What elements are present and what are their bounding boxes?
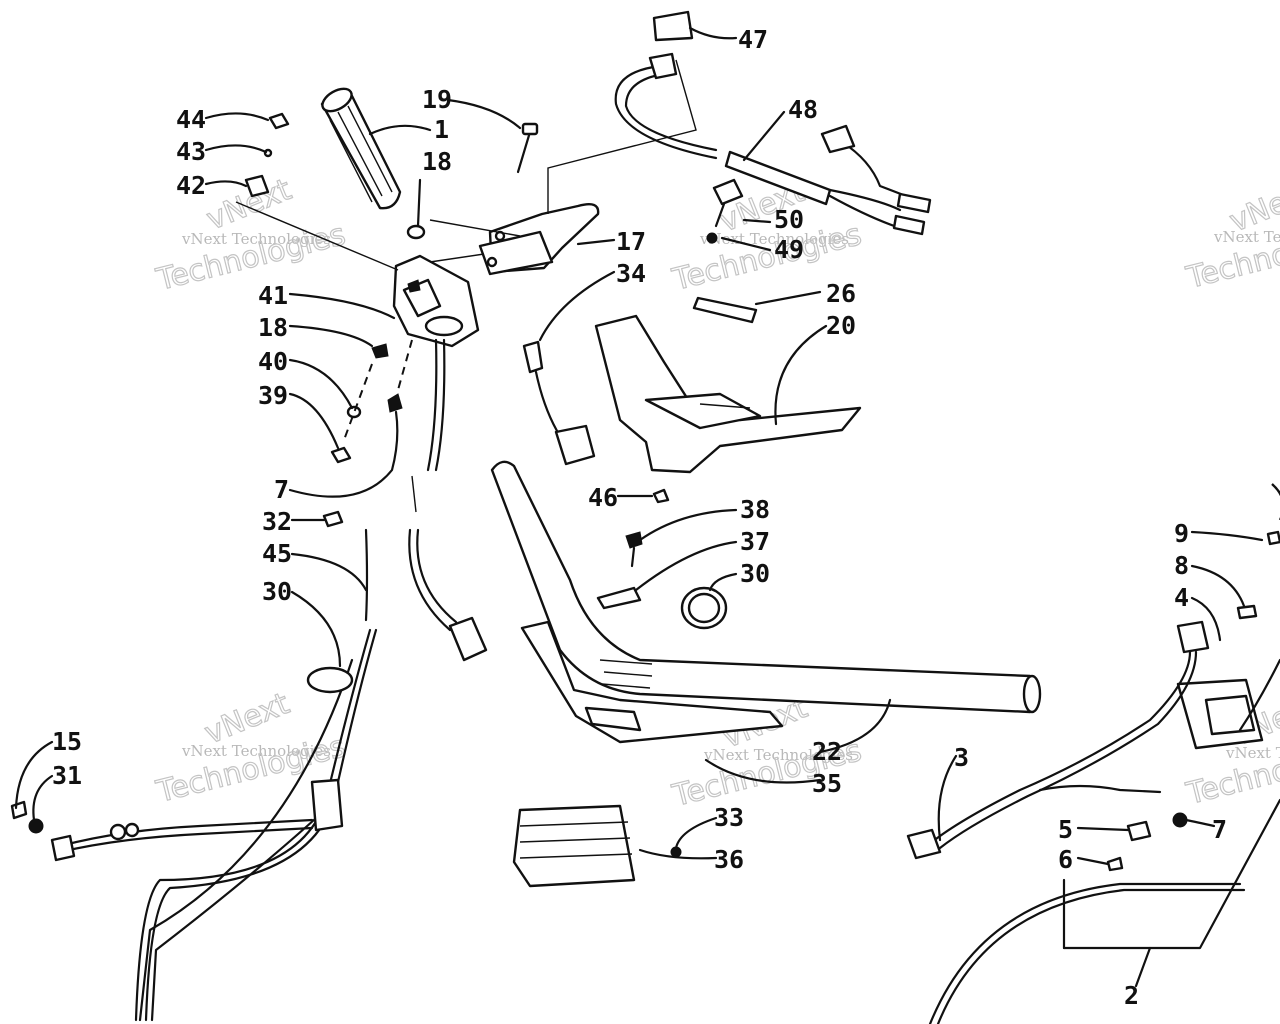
callout-4: 4 [1174,583,1189,612]
console-hood [594,314,862,474]
callout-43: 43 [176,137,206,166]
watermark-text: vNext Technologies [181,742,331,760]
fastener-46 [652,488,670,504]
trim-26 [692,296,758,324]
callout-22: 22 [812,737,842,766]
callout-40: 40 [258,347,288,376]
watermark-text: vNext Technologies [1213,228,1280,246]
throttle-lever [478,203,600,276]
callout-15: 15 [52,727,82,756]
handle-grip [320,87,402,210]
callout-37: 37 [740,527,770,556]
callout-3: 3 [954,743,969,772]
callout-8: 8 [1174,551,1189,580]
callout-7-right: 7 [1212,815,1227,844]
callout-6: 6 [1058,845,1073,874]
watermark-text: vNext Technologies [699,230,849,248]
callout-47: 47 [738,25,768,54]
callout-17: 17 [616,227,646,256]
watermark-group-5: vNext Technologies vNext Technologies [1182,173,1280,296]
throttle-cable [408,338,488,662]
control-module [512,804,682,888]
callout-9: 9 [1174,519,1189,548]
callout-18-top: 18 [422,147,452,176]
switch-50 [706,178,744,244]
watermark-text: vNext Technologies [181,230,331,248]
callout-2: 2 [1124,981,1139,1010]
callout-18-mid: 18 [258,313,288,342]
callout-33: 33 [714,803,744,832]
throttle-housing [392,254,480,348]
callout-46: 46 [588,483,618,512]
callout-1: 1 [434,115,449,144]
callout-5: 5 [1058,815,1073,844]
callout-19: 19 [422,85,452,114]
callout-20: 20 [826,311,856,340]
watermark-text: vNext Technologies [1225,744,1280,762]
callout-35: 35 [812,769,842,798]
washer-18-top [406,224,426,240]
callout-42: 42 [176,171,206,200]
callout-48: 48 [788,95,818,124]
callout-labels: 44 43 42 1 19 18 47 48 17 34 50 49 26 20… [52,25,1227,1010]
leader-lines [14,26,1264,988]
handlebar-clamp [520,620,784,744]
callout-39: 39 [258,381,288,410]
callout-44: 44 [176,105,206,134]
wire-harness-top [614,10,932,236]
right-assembly [906,483,1280,1024]
callout-45: 45 [262,539,292,568]
callout-36: 36 [714,845,744,874]
callout-31: 31 [52,761,82,790]
callout-7-left: 7 [274,475,289,504]
callout-50: 50 [774,205,804,234]
callout-49: 49 [774,235,804,264]
kill-switch [522,340,596,466]
callout-32: 32 [262,507,292,536]
callout-34: 34 [616,259,646,288]
fasteners-center [596,531,728,630]
callout-41: 41 [258,281,288,310]
callout-30-center: 30 [740,559,770,588]
small-parts-top-left [244,112,290,198]
callout-38: 38 [740,495,770,524]
callout-26: 26 [826,279,856,308]
screw-19 [516,122,539,174]
callout-30-left: 30 [262,577,292,606]
handlebar [490,460,1042,714]
left-cables [10,510,378,1022]
watermark-text: vNext Technologies [703,746,853,764]
fasteners-left [330,339,413,464]
